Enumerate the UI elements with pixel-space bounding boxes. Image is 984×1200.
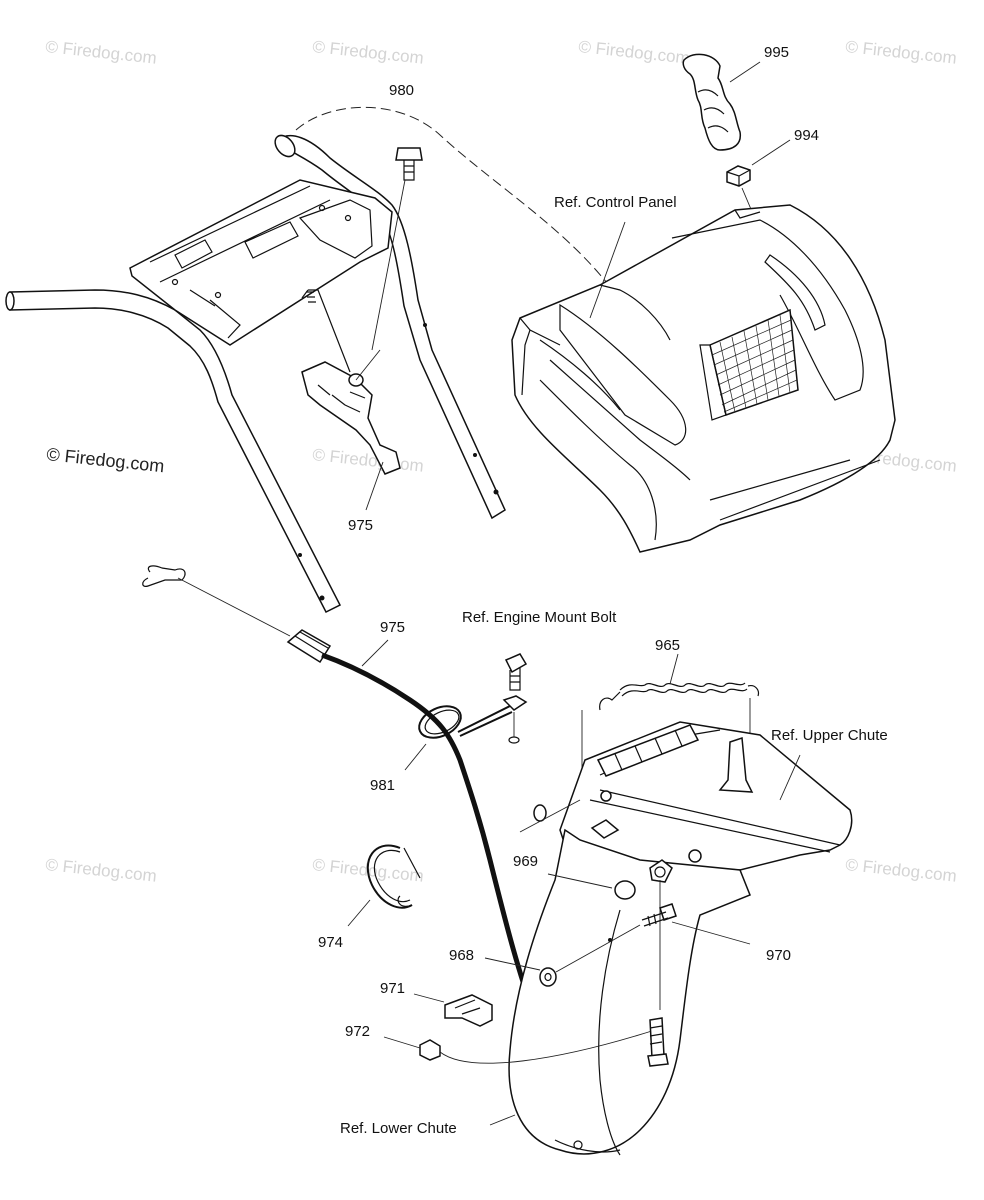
callout-980: 980 [389, 82, 414, 99]
watermark: © Firedog.com [312, 445, 425, 476]
engine-mount-bolt [502, 653, 528, 744]
grip-995 [682, 53, 761, 151]
callout-975-lower: 975 [380, 619, 405, 636]
watermark: © Firedog.com [45, 37, 158, 68]
watermark: © Firedog.com [312, 37, 425, 68]
callout-972: 972 [345, 1023, 370, 1040]
washer-968 [484, 924, 641, 987]
handle-assembly [5, 134, 506, 614]
ref-curve [295, 106, 621, 301]
cable-end-fitting [647, 1017, 669, 1067]
clip-981 [404, 705, 513, 771]
clip-971 [413, 993, 493, 1027]
nut-972 [383, 1029, 656, 1064]
bolt-970 [641, 903, 751, 945]
callout-974: 974 [318, 934, 343, 951]
callout-975-upper: 975 [348, 517, 373, 534]
callout-981: 981 [370, 777, 395, 794]
watermark: © Firedog.com [845, 855, 958, 886]
bolt-980 [371, 147, 423, 351]
watermark: © Firedog.com [578, 37, 691, 68]
callout-994: 994 [794, 127, 819, 144]
callout-971: 971 [380, 980, 405, 997]
callout-labels: 995 994 980 Ref. Control Panel 975 975 R… [318, 44, 888, 1137]
callout-968: 968 [449, 947, 474, 964]
watermark: © Firedog.com [45, 855, 158, 886]
callout-ref-upper-chute: Ref. Upper Chute [771, 727, 888, 744]
callout-970: 970 [766, 947, 791, 964]
upper-chute [559, 721, 853, 871]
callout-969: 969 [513, 853, 538, 870]
callout-965: 965 [655, 637, 680, 654]
snap-ring-974 [347, 844, 421, 927]
leader-lower-chute [489, 1114, 516, 1126]
watermark-main: © Firedog.com [46, 444, 166, 476]
lever-975 [301, 289, 401, 475]
control-panel [511, 204, 896, 553]
hardware-969 [519, 799, 673, 1010]
callout-995: 995 [764, 44, 789, 61]
callout-ref-lower-chute: Ref. Lower Chute [340, 1120, 457, 1137]
screen-grid [711, 314, 798, 413]
callout-ref-engine-mount-bolt: Ref. Engine Mount Bolt [462, 609, 617, 626]
callout-ref-control-panel: Ref. Control Panel [554, 194, 677, 211]
watermark: © Firedog.com [845, 37, 958, 68]
lower-chute [508, 828, 751, 1156]
